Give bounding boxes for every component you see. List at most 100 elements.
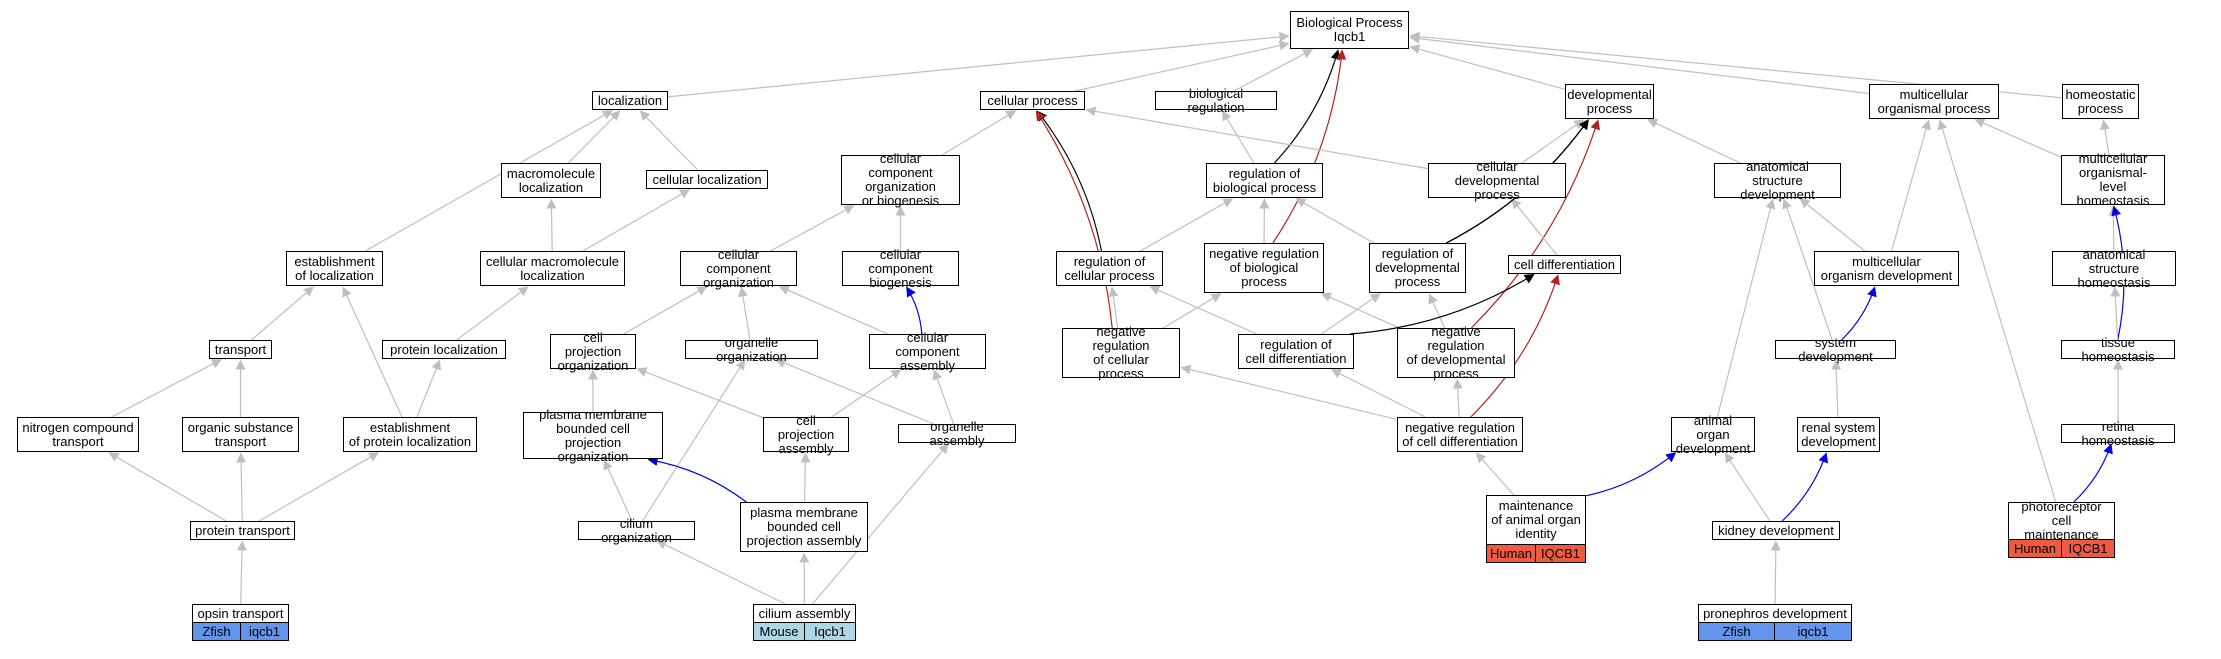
term-node-transport[interactable]: transport (209, 340, 272, 359)
edge-is-a (800, 452, 811, 503)
term-node-reg-bio[interactable]: regulation of biological process (1206, 163, 1323, 198)
term-node-ccob[interactable]: cellular component organization or bioge… (841, 152, 960, 208)
term-node-reg-cell-proc[interactable]: regulation of cellular process (1056, 251, 1163, 286)
term-node-organic-transport[interactable]: organic substance transport (182, 417, 299, 452)
edge-is-a (738, 286, 751, 341)
species-tag: Zfish (192, 623, 241, 641)
term-node-developmental-process[interactable]: developmental process (1565, 84, 1654, 119)
term-node-neg-reg-bio[interactable]: negative regulation of biological proces… (1204, 243, 1324, 293)
term-node-anat-struct-homeo[interactable]: anatomical structure homeostasis (2052, 247, 2176, 289)
term-node-photoreceptor-maint[interactable]: photoreceptor cell maintenance (2008, 500, 2115, 542)
edge-is-a (1799, 198, 1866, 252)
term-node-cc-assembly[interactable]: cellular component assembly (869, 330, 986, 372)
term-node-cc-bio[interactable]: cellular component biogenesis (842, 247, 959, 289)
term-node-homeostatic-process[interactable]: homeostatic process (2062, 84, 2139, 119)
edge-part-of (1781, 452, 1829, 522)
term-node-biological-regulation[interactable]: biological regulation (1155, 86, 1277, 114)
edge-is-a (1974, 118, 2062, 158)
term-node-bp[interactable]: Biological Process Iqcb1 (1290, 11, 1409, 49)
edge-is-a (1409, 33, 1870, 95)
edge-is-a (1221, 110, 1255, 164)
edge-is-a (775, 358, 935, 425)
term-node-kidney-dev[interactable]: kidney development (1712, 521, 1840, 540)
edge-is-a (770, 205, 855, 252)
edge-is-a (667, 31, 1290, 98)
term-node-mult-org-dev[interactable]: multicellular organism development (1814, 251, 1959, 286)
edge-is-a (636, 367, 764, 419)
edge-part-of (1585, 452, 1677, 497)
term-node-tissue-homeo[interactable]: tissue homeostasis (2061, 335, 2175, 363)
term-node-neg-reg-cell-diff[interactable]: negative regulation of cell differentiat… (1397, 417, 1523, 452)
term-node-cell-proj-org[interactable]: cell projection organization (550, 330, 636, 372)
term-node-est-loc[interactable]: establishment of localization (286, 251, 383, 286)
edge-is-a (656, 540, 786, 605)
term-node-system-dev[interactable]: system development (1775, 335, 1896, 363)
term-node-macromolecule-localization[interactable]: macromolecule localization (501, 163, 601, 198)
edge-is-a (1452, 378, 1463, 418)
edge-is-a (1428, 293, 1446, 329)
edge-is-a (639, 110, 699, 171)
term-node-retina-homeo[interactable]: retina homeostasis (2061, 419, 2175, 447)
term-node-cellular-localization[interactable]: cellular localization (646, 170, 768, 189)
edge-is-a (236, 452, 247, 522)
edge-regulates (1036, 110, 1103, 252)
species-tag: Human (2008, 540, 2062, 558)
gene-tag: iqcb1 (241, 623, 289, 641)
term-node-cell-macro-loc[interactable]: cellular macromolecule localization (480, 251, 625, 286)
term-node-cell-proj-assembly[interactable]: cell projection assembly (763, 413, 849, 455)
edge-is-a (1475, 452, 1515, 496)
term-node-multicellular-organismal-process[interactable]: multicellular organismal process (1869, 84, 1999, 119)
term-node-mult-org-homeo[interactable]: multicellular organismal-level homeostas… (2061, 152, 2165, 208)
edge-is-a (1890, 119, 1931, 252)
term-node-anat-struct-dev[interactable]: anatomical structure development (1714, 159, 1841, 201)
term-node-pronephros-dev[interactable]: pronephros development (1698, 604, 1852, 623)
term-node-neg-reg-dev[interactable]: negative regulation of developmental pro… (1397, 325, 1515, 381)
term-node-cilium-org[interactable]: cilium organization (578, 516, 695, 544)
term-node-cc-org[interactable]: cellular component organization (680, 247, 797, 289)
gene-tag: IQCB1 (2062, 540, 2115, 558)
edge-is-a (416, 359, 441, 418)
edge-is-a (1647, 118, 1741, 164)
edge-is-a (2099, 119, 2110, 156)
edge-part-of (2073, 443, 2113, 503)
edge-is-a (831, 369, 902, 418)
edge-is-a (365, 110, 613, 252)
edge-is-a (108, 452, 227, 522)
edge-is-a (236, 540, 247, 605)
gene-tag: Iqcb1 (805, 623, 856, 641)
edge-is-a (641, 359, 746, 522)
term-node-protein-loc[interactable]: protein localization (382, 340, 506, 359)
edge-is-a (778, 285, 888, 335)
term-node-animal-organ-dev[interactable]: animal organ development (1671, 413, 1755, 455)
term-node-protein-transport[interactable]: protein transport (190, 521, 295, 540)
edge-is-a (1180, 364, 1398, 420)
term-node-maint-organ-identity[interactable]: maintenance of animal organ identity (1486, 495, 1586, 545)
edge-is-a (582, 189, 691, 252)
term-node-opsin-transport[interactable]: opsin transport (192, 604, 289, 623)
edge-is-a (1724, 452, 1771, 522)
term-node-neg-reg-cell[interactable]: negative regulation of cellular process (1062, 325, 1180, 381)
term-node-pm-proj-org[interactable]: plasma membrane bounded cell projection … (523, 407, 663, 463)
term-node-pm-proj-assembly[interactable]: plasma membrane bounded cell projection … (740, 502, 868, 552)
species-tag: Mouse (753, 623, 805, 641)
term-node-cell-dev-process[interactable]: cellular developmental process (1428, 159, 1566, 201)
edge-is-a (623, 286, 708, 335)
term-node-organelle-assembly[interactable]: organelle assembly (898, 419, 1016, 447)
term-node-renal-dev[interactable]: renal system development (1797, 417, 1880, 452)
term-node-cell-diff[interactable]: cell differentiation (1508, 255, 1621, 274)
term-node-nitrogen-transport[interactable]: nitrogen compound transport (17, 417, 139, 452)
edge-is-a (1770, 540, 1781, 605)
edge-is-a (1295, 198, 1375, 244)
term-node-localization[interactable]: localization (592, 91, 668, 110)
term-node-cellular-process[interactable]: cellular process (980, 91, 1085, 110)
term-node-organelle-org[interactable]: organelle organization (685, 335, 818, 363)
gene-tag: IQCB1 (1536, 545, 1586, 563)
edge-negatively-regulates (1035, 110, 1113, 329)
term-node-reg-cell-diff[interactable]: regulation of cell differentiation (1238, 334, 1354, 369)
edge-is-a (1149, 285, 1257, 335)
term-node-est-protein-loc[interactable]: establishment of protein localization (343, 417, 477, 452)
term-node-reg-dev[interactable]: regulation of developmental process (1369, 243, 1466, 293)
edge-negatively-regulates (1272, 49, 1347, 244)
term-node-cilium-assembly[interactable]: cilium assembly (753, 604, 856, 623)
edge-is-a (1140, 198, 1234, 252)
